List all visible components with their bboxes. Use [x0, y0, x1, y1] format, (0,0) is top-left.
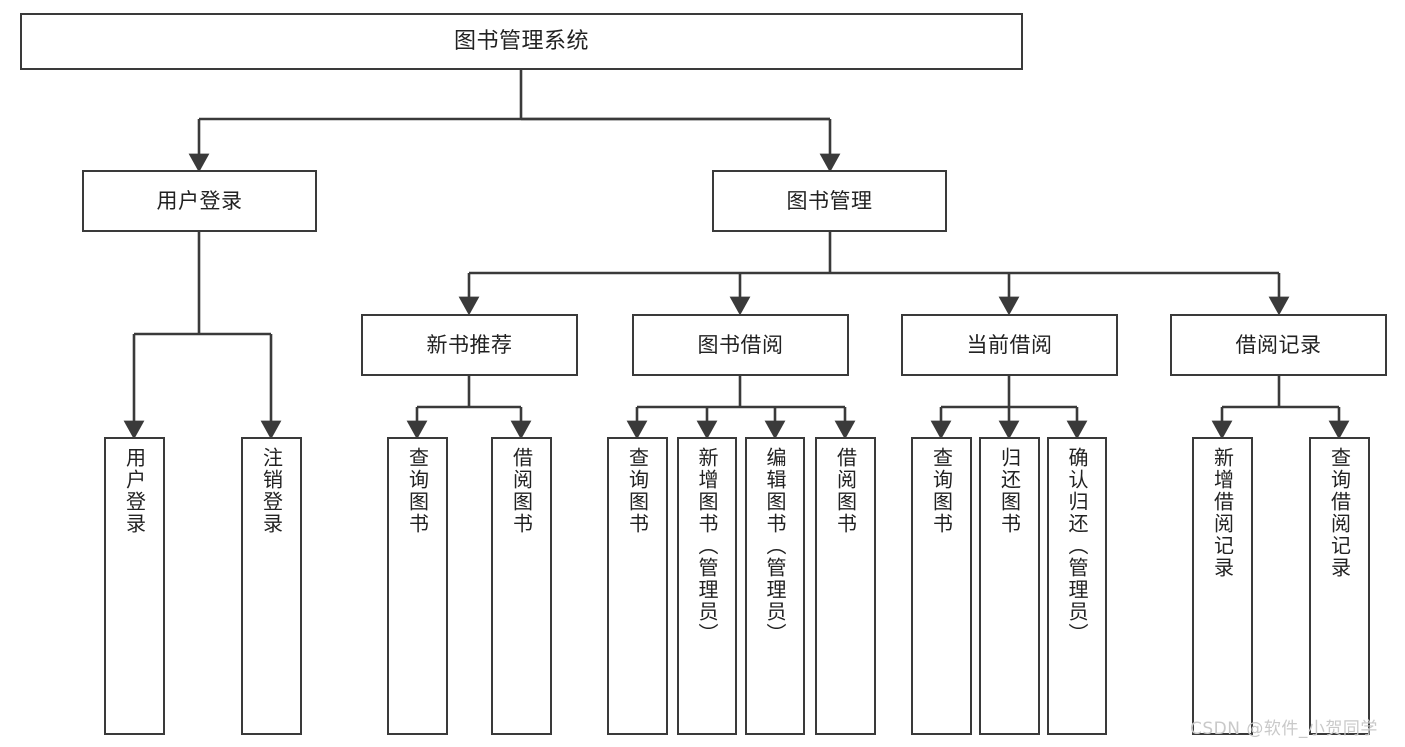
leaf-user-login-logout-label: 注销登录	[259, 447, 284, 535]
node-root-system-label: 图书管理系统	[453, 28, 589, 54]
leaf-book-borrow-borrow[interactable]: 借阅图书	[815, 437, 876, 735]
leaf-user-login-login[interactable]: 用户登录	[104, 437, 165, 735]
leaf-new-book-query[interactable]: 查询图书	[387, 437, 448, 735]
node-new-book-recommend-label: 新书推荐	[426, 332, 513, 357]
node-borrow-record-label: 借阅记录	[1235, 332, 1322, 357]
leaf-new-book-borrow[interactable]: 借阅图书	[491, 437, 552, 735]
leaf-current-borrow-return-label: 归还图书	[997, 447, 1022, 535]
leaf-new-book-borrow-label: 借阅图书	[509, 447, 534, 535]
node-book-borrow[interactable]: 图书借阅	[632, 314, 849, 376]
node-new-book-recommend[interactable]: 新书推荐	[361, 314, 578, 376]
leaf-current-borrow-confirm[interactable]: 确认归还（管理员）	[1047, 437, 1107, 735]
leaf-book-borrow-query[interactable]: 查询图书	[607, 437, 668, 735]
node-book-manage[interactable]: 图书管理	[712, 170, 947, 232]
leaf-borrow-record-query-label: 查询借阅记录	[1327, 447, 1352, 579]
leaf-new-book-query-label: 查询图书	[405, 447, 430, 535]
node-book-borrow-label: 图书借阅	[697, 332, 784, 357]
leaf-user-login-login-label: 用户登录	[122, 447, 147, 535]
node-user-login[interactable]: 用户登录	[82, 170, 317, 232]
node-current-borrow[interactable]: 当前借阅	[901, 314, 1118, 376]
leaf-current-borrow-query[interactable]: 查询图书	[911, 437, 972, 735]
csdn-watermark: CSDN @软件_小贺同学	[1190, 719, 1378, 739]
node-book-manage-label: 图书管理	[786, 188, 873, 213]
node-user-login-label: 用户登录	[156, 188, 243, 213]
node-root-system[interactable]: 图书管理系统	[20, 13, 1023, 70]
node-current-borrow-label: 当前借阅	[966, 332, 1053, 357]
leaf-book-borrow-edit-label: 编辑图书（管理员）	[763, 447, 787, 645]
leaf-current-borrow-query-label: 查询图书	[929, 447, 954, 535]
node-borrow-record[interactable]: 借阅记录	[1170, 314, 1387, 376]
leaf-current-borrow-confirm-label: 确认归还（管理员）	[1065, 447, 1089, 645]
leaf-book-borrow-query-label: 查询图书	[625, 447, 650, 535]
leaf-borrow-record-query[interactable]: 查询借阅记录	[1309, 437, 1370, 735]
leaf-borrow-record-add[interactable]: 新增借阅记录	[1192, 437, 1253, 735]
leaf-book-borrow-borrow-label: 借阅图书	[833, 447, 858, 535]
leaf-book-borrow-add-label: 新增图书（管理员）	[695, 447, 719, 645]
leaf-current-borrow-return[interactable]: 归还图书	[979, 437, 1040, 735]
leaf-book-borrow-add[interactable]: 新增图书（管理员）	[677, 437, 737, 735]
leaf-book-borrow-edit[interactable]: 编辑图书（管理员）	[745, 437, 805, 735]
leaf-borrow-record-add-label: 新增借阅记录	[1210, 447, 1235, 579]
leaf-user-login-logout[interactable]: 注销登录	[241, 437, 302, 735]
